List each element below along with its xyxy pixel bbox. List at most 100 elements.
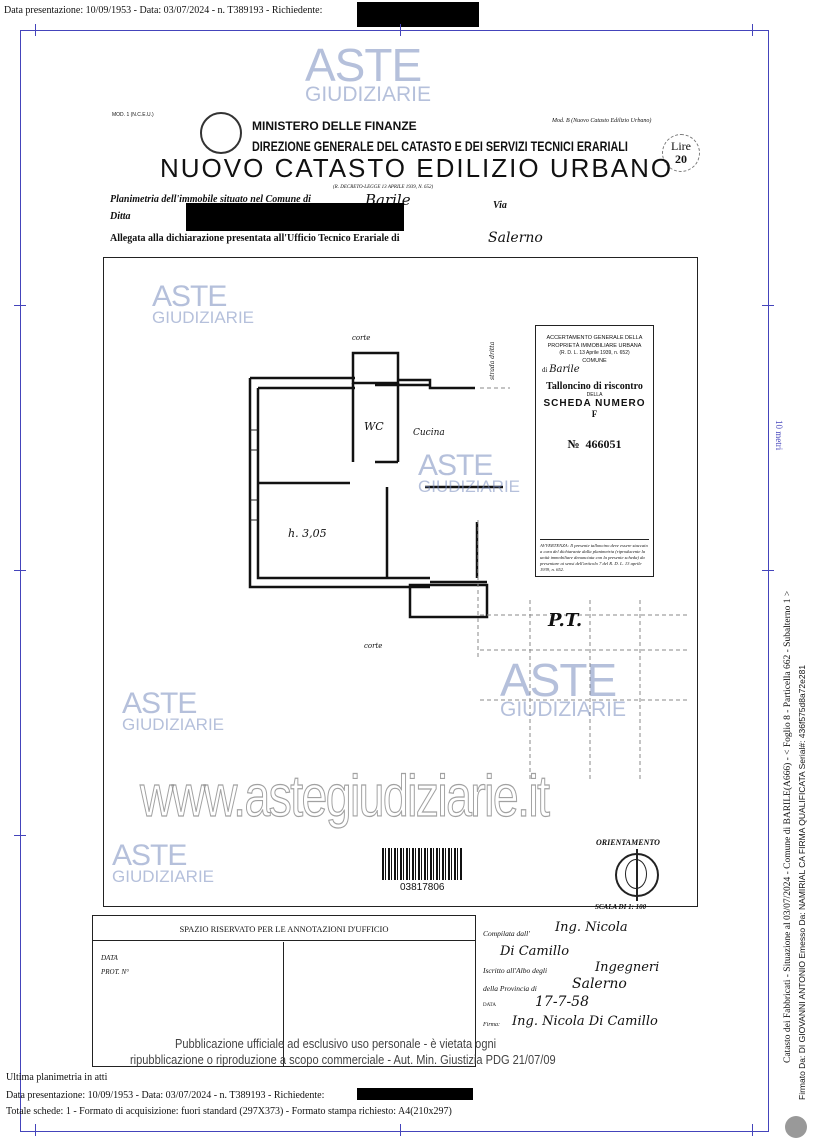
redaction-box [186, 203, 404, 231]
office-title: SPAZIO RISERVATO PER LE ANNOTAZIONI D'UF… [93, 916, 475, 941]
redaction-box [357, 1088, 473, 1100]
office-box: SPAZIO RISERVATO PER LE ANNOTAZIONI D'UF… [92, 915, 476, 1067]
data-label: DATA [483, 1003, 496, 1008]
stamp-lire: Lire 20 [662, 134, 700, 172]
scale-label: SCALA DI 1: 100 [595, 903, 647, 911]
iscritto-label: Iscritto all'Albo degli [483, 966, 548, 975]
walls [248, 351, 503, 619]
direction-name: DIREZIONE GENERALE DEL CATASTO E DEI SER… [252, 139, 628, 154]
corner-code: MOD. 1 (N.C.E.U.) [112, 112, 154, 118]
window-marks [250, 429, 258, 521]
wc-walls [351, 383, 400, 464]
document-title: NUOVO CATASTO EDILIZIO URBANO [160, 153, 674, 183]
compiler-name: Di Camillo [500, 944, 570, 959]
barcode-icon [382, 848, 462, 880]
ditta-label: Ditta [110, 211, 131, 222]
frame-tick [35, 24, 36, 36]
tallon-number: 466051 [585, 437, 622, 451]
frame-tick [35, 1124, 36, 1136]
allegata-label: Allegata alla dichiarazione presentata a… [110, 233, 400, 244]
balcony [351, 351, 400, 385]
emblem-icon [200, 112, 242, 154]
office-data-label: DATA [101, 954, 118, 962]
notice-line1: Pubblicazione ufficiale ad esclusivo uso… [175, 1036, 497, 1051]
office-divider [283, 942, 284, 1066]
compass-icon [615, 849, 659, 901]
redaction-box [357, 2, 479, 27]
bottom-box [408, 583, 489, 619]
side-firmato-text: Firmato Da: DI GIOVANNI ANTONIO Emesso D… [797, 664, 807, 1100]
outer-wall [248, 376, 430, 589]
planimetria-label: Planimetria dell'immobile situato nel Co… [110, 194, 311, 205]
seal-icon [785, 1116, 807, 1138]
data-value: 17-7-58 [535, 994, 589, 1010]
iscritto-value: Ingegneri [595, 960, 660, 975]
footer-line1: Data presentazione: 10/09/1953 - Data: 0… [6, 1090, 325, 1101]
frame-tick [752, 24, 753, 36]
barcode-number: 03817806 [400, 882, 445, 893]
scale-10m-label: 10 metri [774, 420, 784, 451]
tallon-box: ACCERTAMENTO GENERALE DELLA PROPRIETÀ IM… [535, 325, 654, 577]
ufficio-value: Salerno [488, 230, 543, 246]
decree-label: (R. DECRETO-LEGGE 13 APRILE 1939, N. 652… [333, 185, 434, 190]
model-label: Mod. B (Nuovo Catasto Edilizio Urbano) [552, 118, 652, 124]
tallon-scheda-letter: F [591, 409, 598, 419]
provincia-label: della Provincia di [483, 984, 537, 993]
stamp-value: 20 [675, 152, 687, 166]
provincia-value: Salerno [572, 976, 627, 992]
label-corte-top: corte [352, 334, 371, 342]
notice-line2: ripubblicazione o riproduzione a scopo c… [130, 1052, 556, 1067]
frame-tick [400, 24, 401, 36]
firma-value: Ing. Nicola Di Camillo [512, 1014, 658, 1029]
watermark-site: www.astegiudiziarie.it [140, 764, 551, 829]
label-floor: P.T. [548, 610, 583, 631]
side-catasto-text: Catasto dei Fabbricati - Situazione al 0… [783, 590, 793, 1063]
via-label: Via [493, 200, 507, 211]
compilata-value: Ing. Nicola [555, 920, 628, 935]
footer-line2: Totale schede: 1 - Formato di acquisizio… [6, 1106, 452, 1117]
ministry-name: MINISTERO DELLE FINANZE [252, 119, 417, 133]
orientation-label: ORIENTAMENTO [596, 838, 660, 847]
frame-tick [400, 1124, 401, 1136]
stamp-label: Lire [671, 139, 691, 153]
inner-wall [256, 386, 430, 580]
tallon-scheda: SCHEDA NUMERO [543, 398, 646, 409]
header-line: Data presentazione: 10/09/1953 - Data: 0… [4, 5, 323, 16]
top-wall-right [375, 378, 475, 390]
frame-tick [762, 570, 774, 571]
footer-ultima: Ultima planimetria in atti [6, 1072, 108, 1083]
frame-tick [14, 570, 26, 571]
label-height: h. 3,05 [288, 527, 327, 540]
frame-tick [14, 305, 26, 306]
frame-tick [762, 305, 774, 306]
tallon-number-label: № [567, 437, 580, 451]
grid-lines [477, 387, 690, 780]
office-prot-label: PROT. N° [101, 968, 129, 976]
plan-frame [103, 257, 698, 907]
label-cucina: Cucina [413, 428, 445, 438]
frame-tick [752, 1124, 753, 1136]
compilata-label: Compilata dall' [483, 929, 530, 938]
tallon-title: Talloncino di riscontro [546, 381, 643, 392]
firma-label: Firma: [483, 1022, 500, 1028]
tallon-heading: ACCERTAMENTO GENERALE DELLA PROPRIETÀ IM… [546, 335, 643, 349]
label-corte-bottom: corte [364, 642, 383, 650]
tallon-comune-label: COMUNE [582, 358, 607, 364]
tallon-law: (R. D. L. 13 Aprile 1939, n. 652) [559, 350, 630, 356]
label-strada: strada dritta [489, 341, 496, 380]
frame-tick [14, 835, 26, 836]
label-wc: WC [364, 420, 384, 433]
page-frame [20, 30, 769, 1132]
tallon-della: DELLA [586, 392, 603, 398]
partition-walls [258, 481, 389, 578]
tallon-avvertenza: AVVERTENZA: Il presente talloncino deve … [540, 539, 649, 573]
tallon-comune-value: Barile [549, 364, 580, 375]
